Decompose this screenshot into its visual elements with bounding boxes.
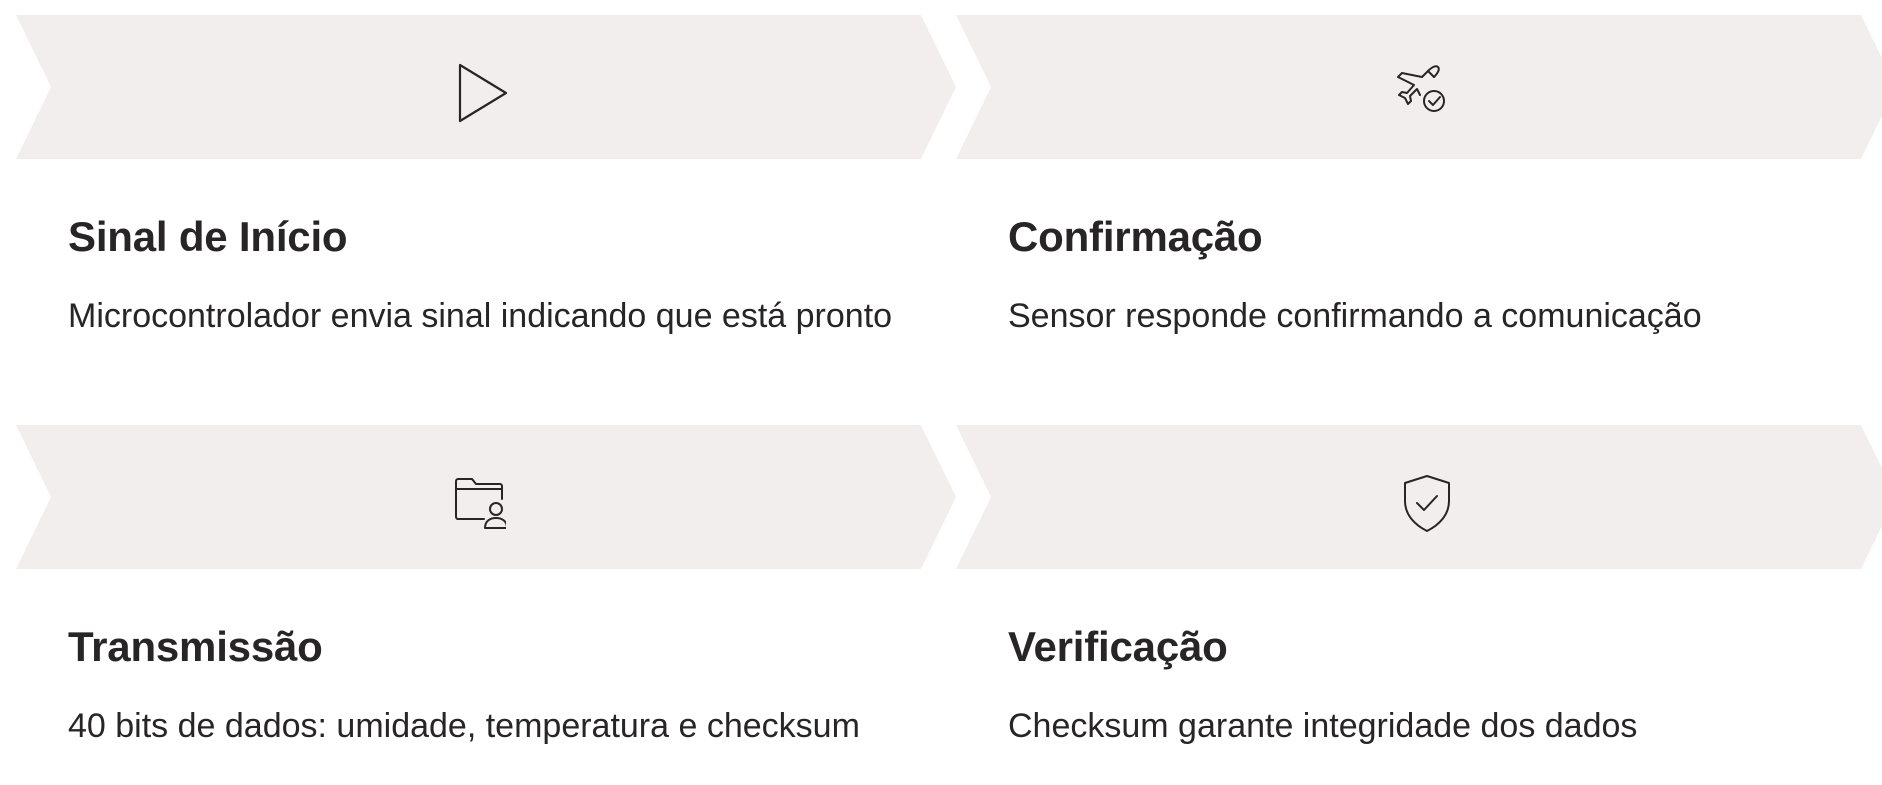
step-title: Verificação: [1008, 623, 1228, 670]
chevron-banner: [956, 425, 1882, 569]
chevron-shape: [956, 425, 1882, 569]
step-description: Microcontrolador envia sinal indicando q…: [68, 297, 893, 335]
step-description: Checksum garante integridade dos dados: [1008, 707, 1638, 745]
play-icon: [456, 63, 508, 123]
folder-user-icon: [454, 473, 506, 533]
step-description: 40 bits de dados: umidade, temperatura e…: [68, 707, 860, 745]
step-title: Transmissão: [68, 623, 323, 670]
step-title: Sinal de Início: [68, 213, 348, 260]
chevron-banner: [16, 15, 956, 159]
chevron-shape: [956, 15, 1882, 159]
chevron-shape: [16, 15, 956, 159]
step-title: Confirmação: [1008, 213, 1263, 260]
chevron-shape: [16, 425, 956, 569]
chevron-banner: [956, 15, 1882, 159]
step-description: Sensor responde confirmando a comunicaçã…: [1008, 297, 1702, 335]
chevron-banner: [16, 425, 956, 569]
shield-check-icon: [1401, 473, 1453, 533]
airplane-check-icon: [1394, 63, 1446, 123]
